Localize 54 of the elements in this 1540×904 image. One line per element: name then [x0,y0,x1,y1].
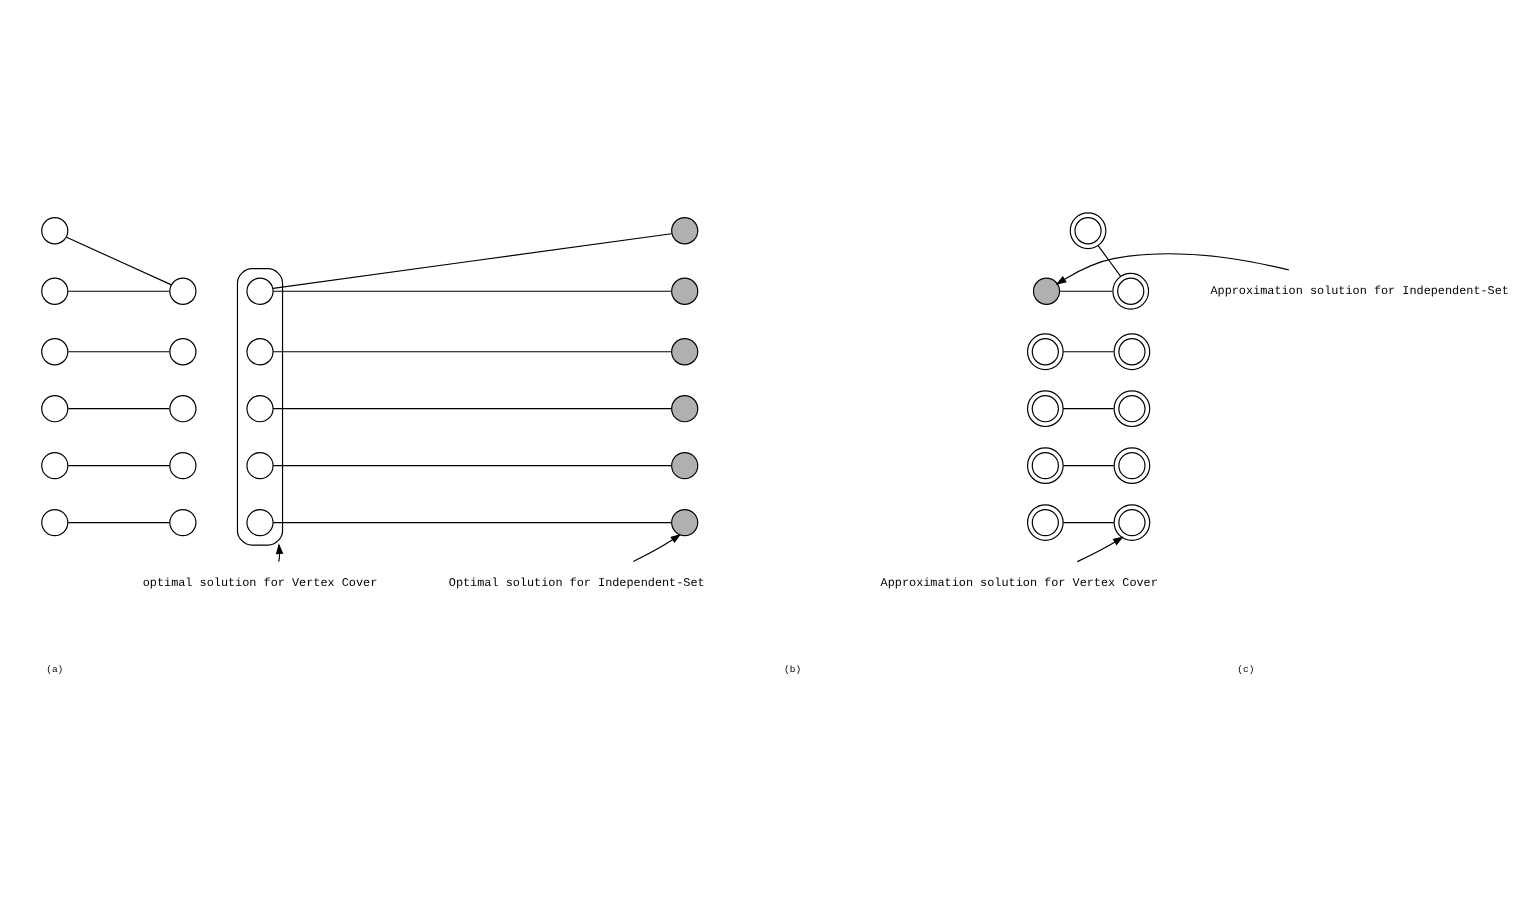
node-circle [1112,390,1150,428]
connector [271,233,672,289]
node-circle [40,508,68,537]
node-circle [670,277,698,305]
node-circle [1111,272,1149,310]
node-circle [1112,333,1150,371]
connector [66,351,170,353]
connector [271,290,672,292]
node-circle [1025,390,1063,428]
connector [271,408,672,410]
node-circle [40,217,68,245]
connector [1061,465,1114,467]
node-circle [40,338,68,366]
node-circle [245,277,273,305]
node-circle [245,452,273,480]
arrow [1075,536,1123,563]
cluster [235,268,283,546]
arrow [1054,253,1289,285]
node-circle [670,395,698,423]
connector [1096,245,1121,277]
connector [66,465,170,467]
connector [66,522,170,524]
node-circle [1025,333,1063,371]
connector [1061,351,1114,353]
node-circle [168,452,196,480]
node-circle [40,277,68,305]
connector [271,522,672,524]
node-circle [40,395,68,423]
node-circle [245,338,273,366]
arrow [631,533,681,563]
node-circle [168,508,196,537]
node-circle [670,508,698,537]
connector [66,290,170,292]
node-circle [168,338,196,366]
node-circle [168,277,196,305]
connector [271,351,672,353]
node-circle [1112,447,1150,485]
node-circle [245,395,273,423]
node-circle [168,395,196,423]
node-circle [1025,447,1063,485]
connector [1061,522,1114,524]
node-circle [670,217,698,245]
connector [65,236,172,286]
node-circle [245,508,273,537]
connector [1058,290,1113,292]
connector [66,408,170,410]
arrow [274,543,283,563]
node-circle [670,452,698,480]
node-circle [1068,212,1106,250]
node-circle [670,338,698,366]
connector [1061,408,1114,410]
connector [271,465,672,467]
node-circle [1031,277,1060,305]
node-circle [40,452,68,480]
